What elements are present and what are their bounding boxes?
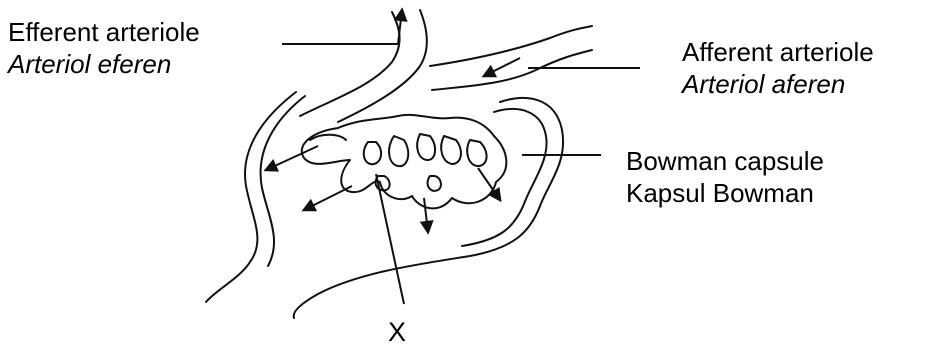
capillary-loop <box>428 176 441 191</box>
capillary-loop <box>467 140 486 166</box>
glomerulus-tuft <box>302 115 507 208</box>
capsule-outer-wall-left <box>206 92 296 302</box>
afferent-arteriole-malay: Arteriol aferen <box>682 68 874 100</box>
afferent-arteriole-english: Afferent arteriole <box>682 36 874 68</box>
efferent-vessel-right-wall <box>338 10 427 122</box>
afferent-vessel-upper-wall <box>430 26 592 66</box>
capsule-inner-wall-right <box>462 109 547 246</box>
x-leader-line <box>376 174 404 304</box>
afferent-flow-arrow <box>484 58 520 76</box>
filtration-arrow <box>304 186 352 210</box>
bowman-capsule-english: Bowman capsule <box>626 145 824 177</box>
capillary-loop <box>441 136 461 164</box>
capillary-loop <box>389 136 408 166</box>
capillary-loop <box>364 142 381 164</box>
efferent-arteriole-malay: Arteriol eferen <box>8 48 200 80</box>
bowman-capsule-malay: Kapsul Bowman <box>626 177 824 209</box>
bowman-capsule-label: Bowman capsule Kapsul Bowman <box>626 145 824 209</box>
capsule-outer-wall-left-inner <box>261 96 305 266</box>
filtration-arrow <box>424 198 428 232</box>
capillary-loop <box>417 134 435 160</box>
efferent-arteriole-english: Efferent arteriole <box>8 16 200 48</box>
filtration-arrow <box>266 146 318 170</box>
x-label: X <box>388 316 406 348</box>
efferent-arteriole-label: Efferent arteriole Arteriol eferen <box>8 16 200 80</box>
afferent-arteriole-label: Afferent arteriole Arteriol aferen <box>682 36 874 100</box>
afferent-vessel-lower-wall <box>432 50 592 90</box>
efferent-vessel-left-wall <box>300 12 400 116</box>
